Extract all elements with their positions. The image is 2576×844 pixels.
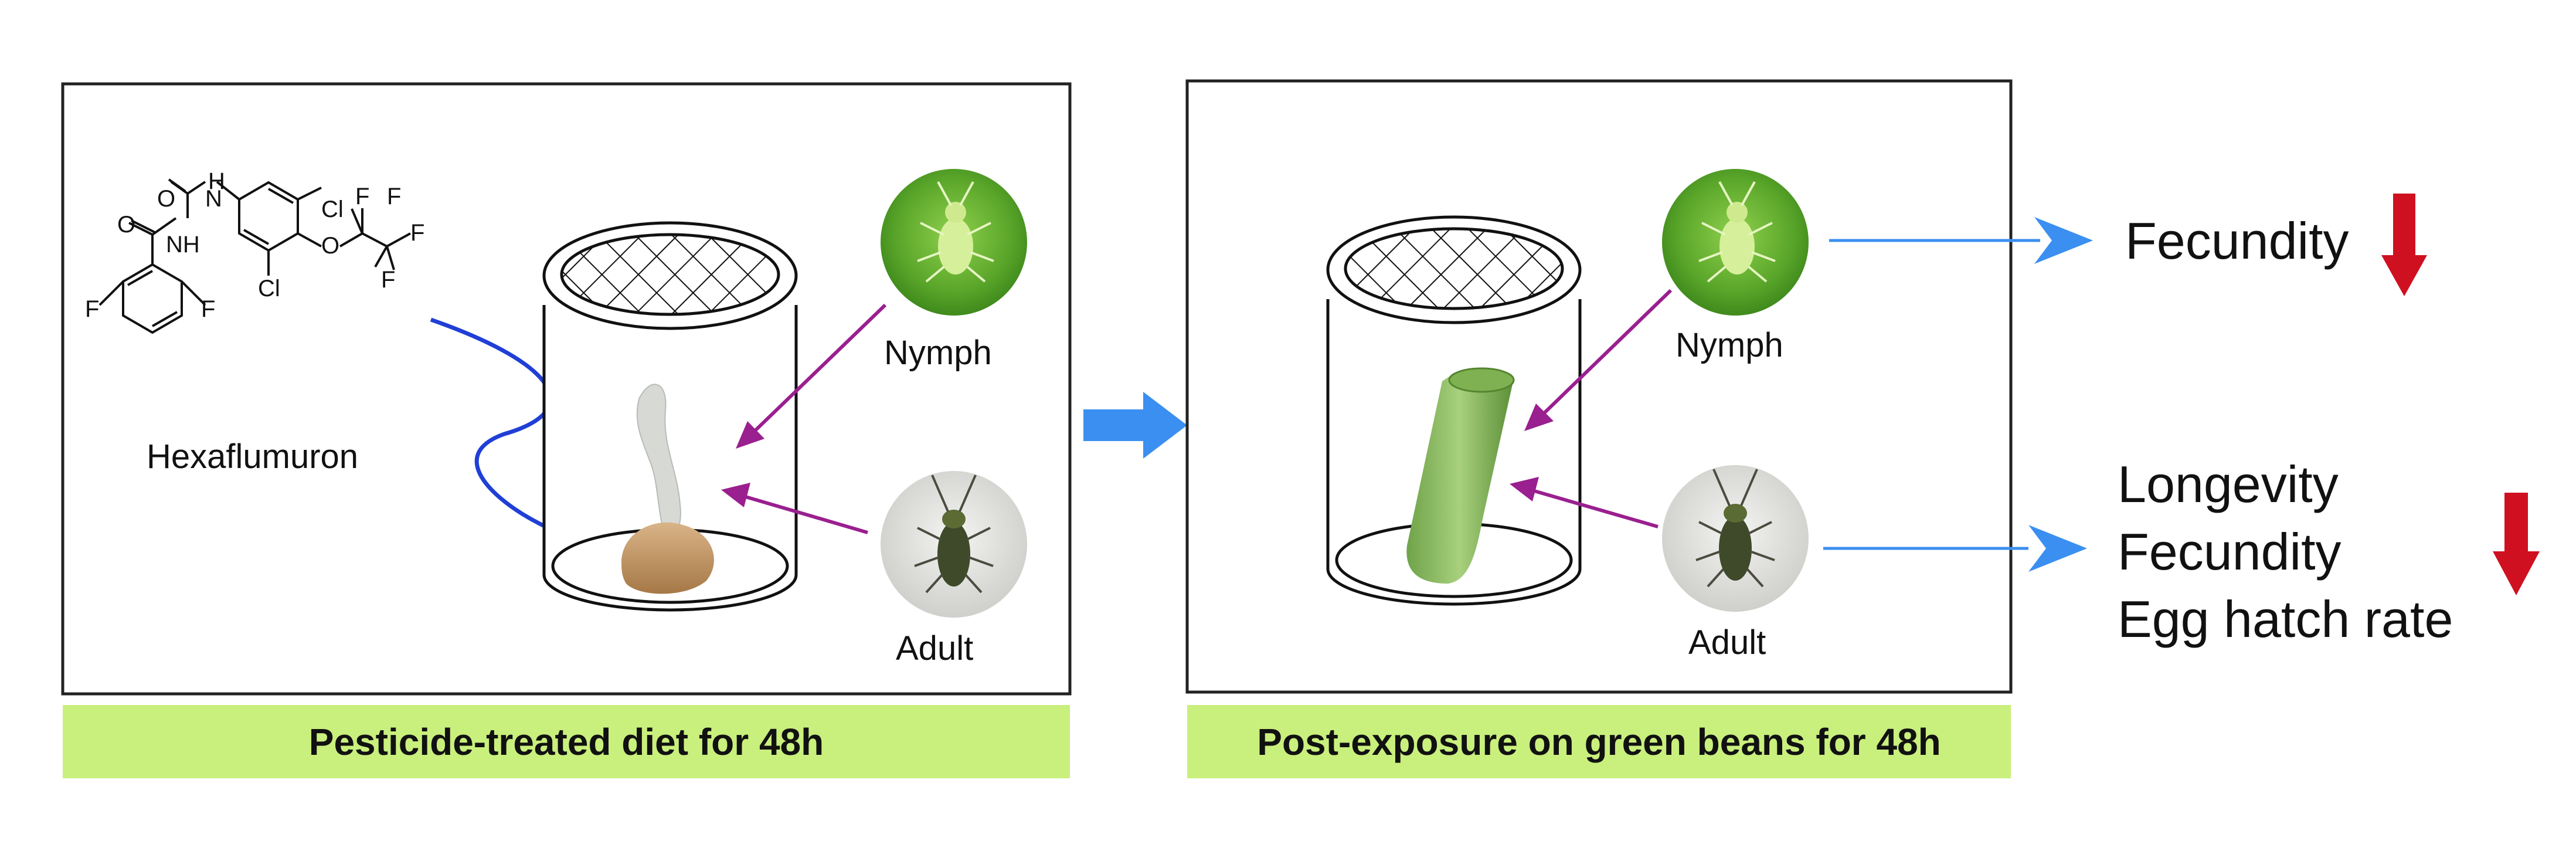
svg-text:F: F bbox=[410, 220, 424, 246]
adult-outcome-longevity: Longevity bbox=[2118, 455, 2339, 514]
mesh-lid-icon-2 bbox=[1345, 229, 1562, 309]
svg-text:O: O bbox=[157, 186, 175, 212]
nymph-aphid-icon-2 bbox=[1662, 169, 1809, 316]
nymph-label: Nymph bbox=[884, 333, 992, 372]
svg-text:Cl: Cl bbox=[258, 276, 280, 301]
transfer-arrow bbox=[1083, 392, 1187, 459]
svg-text:F: F bbox=[201, 296, 215, 322]
panel-2-banner: Post-exposure on green beans for 48h bbox=[1187, 705, 2011, 778]
adult-label-2: Adult bbox=[1688, 623, 1766, 662]
svg-text:O: O bbox=[321, 233, 339, 259]
decrease-arrow-icon bbox=[2381, 194, 2427, 296]
nymph-outcome-arrowhead bbox=[2034, 217, 2093, 264]
svg-text:O: O bbox=[117, 212, 135, 238]
panel-2-frame bbox=[1187, 81, 2011, 692]
svg-text:N: N bbox=[205, 186, 222, 212]
adult-outcome-egg-hatch-rate: Egg hatch rate bbox=[2118, 589, 2453, 649]
panel-1-banner: Pesticide-treated diet for 48h bbox=[63, 705, 1070, 778]
nymph-outcome-fecundity: Fecundity bbox=[2125, 211, 2349, 271]
green-bean-end bbox=[1449, 368, 1514, 392]
adult-bug-icon bbox=[881, 471, 1027, 618]
adult-outcome-fecundity: Fecundity bbox=[2118, 522, 2341, 582]
nymph-aphid-icon bbox=[881, 169, 1027, 316]
svg-text:F: F bbox=[85, 296, 99, 322]
svg-text:NH: NH bbox=[166, 232, 200, 257]
mesh-lid-icon bbox=[562, 235, 779, 314]
svg-text:F: F bbox=[387, 184, 401, 209]
nymph-label-2: Nymph bbox=[1676, 326, 1783, 365]
adult-label: Adult bbox=[896, 629, 973, 668]
adult-bug-icon-2 bbox=[1662, 465, 1809, 612]
decrease-arrow-icon-2 bbox=[2493, 493, 2540, 595]
svg-text:F: F bbox=[381, 267, 395, 293]
adult-outcome-arrowhead bbox=[2028, 525, 2087, 572]
compound-label: Hexaflumuron bbox=[147, 437, 358, 476]
svg-text:Cl: Cl bbox=[321, 196, 344, 222]
svg-text:F: F bbox=[355, 184, 369, 209]
